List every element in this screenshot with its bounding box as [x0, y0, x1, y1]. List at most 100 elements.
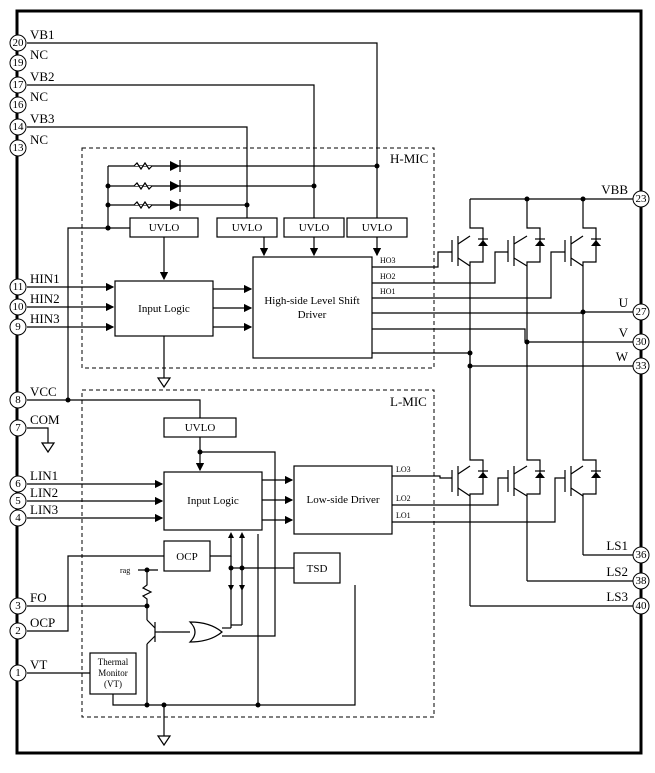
pin-3: 3FO [9, 590, 47, 615]
pin-circle [632, 333, 650, 351]
ho2-label: HO2 [380, 272, 396, 281]
thermal-monitor-block: Thermal Monitor (VT) [89, 652, 137, 695]
pin-circle [9, 54, 27, 72]
diode-icon [170, 160, 181, 211]
pin-label: U [619, 295, 629, 310]
pin-number: 19 [13, 57, 25, 69]
l-mic-region [81, 389, 435, 718]
pin-circle [9, 492, 27, 510]
tsd-block: TSD [293, 552, 341, 584]
pin-label: W [616, 349, 629, 364]
pin-circle [9, 622, 27, 640]
l-mic-label: L-MIC [390, 394, 427, 409]
igbt-icon [564, 199, 601, 292]
svg-text:Driver: Driver [298, 309, 327, 321]
pin-33: 33W [616, 349, 650, 375]
pin-label: HIN3 [30, 311, 60, 326]
svg-text:(VT): (VT) [104, 679, 122, 689]
pin-circle [9, 76, 27, 94]
pin-label: HIN1 [30, 271, 60, 286]
igbt-icon [451, 430, 488, 606]
pin-circle [9, 419, 27, 437]
pin-number: 30 [636, 336, 648, 348]
h-mic-label: H-MIC [390, 151, 428, 166]
pin-circle [9, 318, 27, 336]
pin-label: LS2 [606, 564, 628, 579]
pin-circle [632, 303, 650, 321]
pin-1: 1VT [9, 657, 47, 682]
pin-number: 13 [13, 142, 25, 154]
pin-8: 8 VCC [9, 384, 57, 409]
ho1-label: HO1 [380, 287, 396, 296]
pin-label: LIN1 [30, 468, 58, 483]
pin-circle [9, 139, 27, 157]
pin-number: 4 [15, 512, 21, 524]
pin-4: 4 LIN3 [9, 502, 58, 527]
pin-circle [9, 597, 27, 615]
pin-number: 3 [15, 600, 21, 612]
svg-text:Thermal: Thermal [98, 657, 129, 667]
low-side-driver: Low-side Driver [293, 465, 393, 535]
pin-circle [9, 96, 27, 114]
pin-circle [632, 572, 650, 590]
uvlo-block: UVLO [346, 217, 408, 238]
uvlo-block: UVLO [129, 217, 199, 238]
pin-label: VB3 [30, 111, 55, 126]
pin-13: 13 NC [9, 132, 48, 157]
pin-number: 20 [13, 37, 25, 49]
pin-circle [9, 475, 27, 493]
svg-text:Monitor: Monitor [98, 668, 128, 678]
ho3-label: HO3 [380, 256, 396, 265]
svg-text:UVLO: UVLO [362, 222, 393, 234]
pin-number: 27 [636, 306, 648, 318]
ground-icon [156, 735, 172, 747]
svg-text:UVLO: UVLO [299, 222, 330, 234]
pin-number: 38 [636, 575, 648, 587]
pin-label: LIN2 [30, 485, 58, 500]
pin-circle [632, 597, 650, 615]
pin-number: 16 [13, 99, 25, 111]
igbt-icon [507, 430, 545, 581]
igbt-icon [451, 199, 488, 292]
pin-circle [632, 546, 650, 564]
svg-text:OCP: OCP [176, 551, 197, 563]
pin-label: VCC [30, 384, 57, 399]
pin-circle [9, 278, 27, 296]
pin-label: V [619, 325, 629, 340]
uvlo-block: UVLO [283, 217, 345, 238]
pin-number: 11 [13, 281, 24, 293]
svg-text:UVLO: UVLO [185, 422, 216, 434]
uvlo-block: UVLO [216, 217, 278, 238]
pin-number: 17 [13, 79, 25, 91]
package-outline [15, 9, 643, 755]
pin-number: 2 [15, 625, 21, 637]
pin-label: LIN3 [30, 502, 58, 517]
pin-number: 8 [15, 394, 21, 406]
input-logic-low: Input Logic [163, 471, 263, 531]
pin-label: NC [30, 132, 48, 147]
pin-label: OCP [30, 615, 55, 630]
igbt-icon [564, 430, 601, 555]
pin-number: 7 [15, 422, 21, 434]
pin-circle [9, 509, 27, 527]
pin-circle [632, 357, 650, 375]
pin-label: VT [30, 657, 47, 672]
resistor-icon [133, 161, 153, 210]
pin-circle [9, 298, 27, 316]
lo3-label: LO3 [396, 465, 411, 474]
igbt-icon [507, 199, 545, 292]
input-logic-high: Input Logic [114, 280, 214, 337]
pin-30: 30 V [619, 325, 650, 351]
uvlo-block: UVLO [163, 417, 237, 438]
pin-circle [632, 190, 650, 208]
